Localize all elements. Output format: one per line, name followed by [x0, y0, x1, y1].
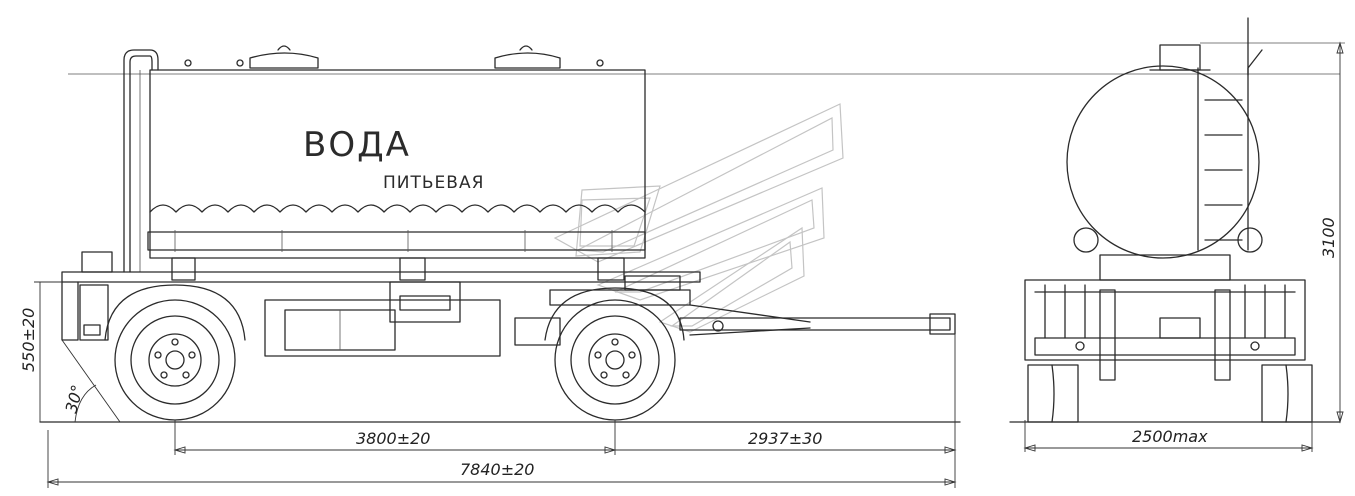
water-waves: [149, 204, 646, 213]
tank-rear: [1066, 17, 1263, 281]
tank-title: ВОДА: [303, 125, 411, 165]
wheelbase-dimension: 3800±20: [356, 429, 430, 448]
hatch-front: [249, 52, 319, 69]
hatch-rear: [494, 52, 561, 69]
side-tube: [147, 231, 646, 251]
overall-width-dimension: 2500max: [1132, 427, 1208, 446]
front-wheel: [544, 287, 685, 421]
departure-angle: 30°: [62, 383, 88, 415]
ladder: [1204, 99, 1243, 241]
overall-height-dimension: 3100: [1319, 217, 1338, 258]
rear-dimensions: [1009, 41, 1344, 452]
side-dimensions: [34, 281, 957, 488]
overall-length-dimension: 7840±20: [460, 460, 534, 479]
tank-side: [123, 45, 646, 273]
tool-box: [264, 299, 501, 357]
watermark-logo: [553, 103, 844, 333]
chassis-side: [61, 251, 701, 357]
drawbar: [679, 304, 956, 336]
coupling-height-dimension: 550±20: [19, 308, 38, 372]
tank-subtitle: ПИТЬЕВАЯ: [383, 173, 484, 193]
drawbar-dimension: 2937±30: [748, 429, 822, 448]
fill-pipe: [123, 49, 159, 273]
chassis-rear: [1024, 279, 1313, 423]
rear-wheel: [104, 284, 246, 421]
